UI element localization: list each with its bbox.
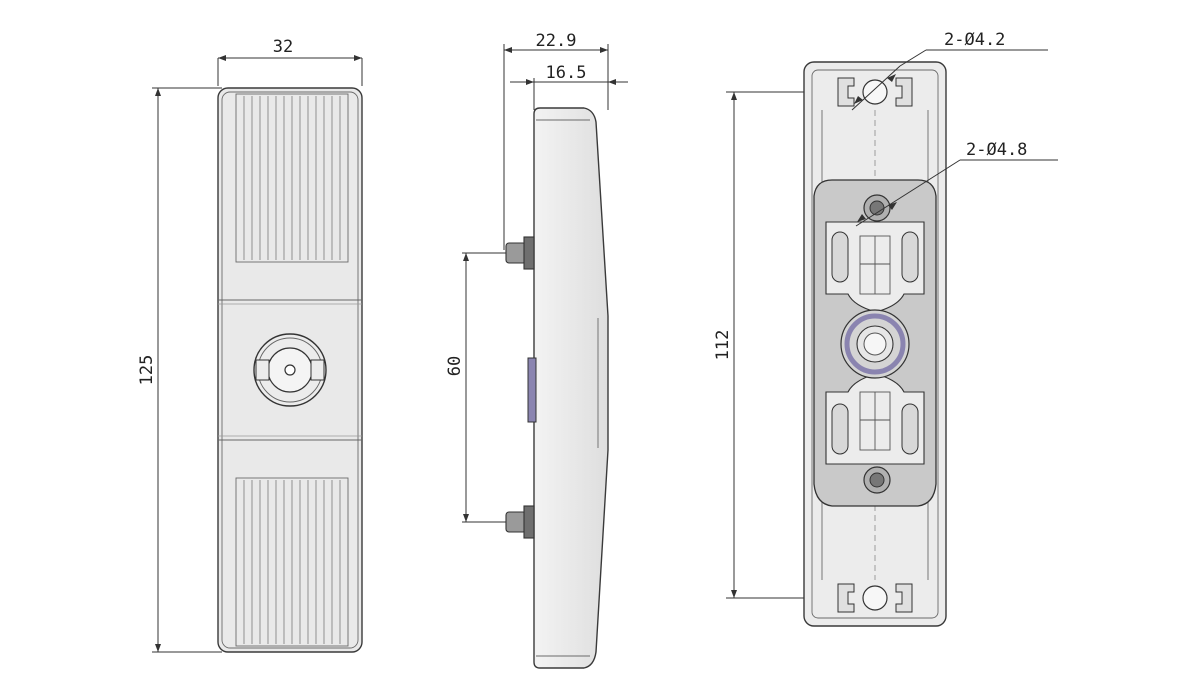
lock-cylinder-icon (253, 333, 327, 407)
plate-slots (831, 231, 919, 455)
mount-hole-top-icon (837, 77, 913, 107)
hole-b-leader (855, 159, 961, 227)
hole-a-arrows (854, 74, 896, 104)
hole-b-label: 2-Ø4.8 (966, 140, 1027, 160)
plate-ribs (859, 235, 891, 451)
side-body (533, 107, 609, 669)
plate-screw-bottom-icon (863, 466, 891, 494)
side-stud-bottom (505, 505, 535, 539)
front-lower-panel (235, 477, 349, 647)
front-upper-ribs (243, 96, 341, 260)
hole-a-label: 2-Ø4.2 (944, 30, 1005, 50)
back-inner-rim (811, 69, 939, 619)
plate-screw-top-icon (863, 194, 891, 222)
front-body-inner-edge (221, 91, 359, 649)
side-seal-ring (527, 357, 537, 423)
mount-hole-bottom-icon (837, 583, 913, 613)
side-base-depth-label: 16.5 (546, 63, 587, 83)
front-width-label: 32 (273, 37, 293, 57)
side-stud-spacing-label: 60 (445, 356, 465, 376)
side-stud-top (505, 236, 535, 270)
cam-ring-icon (840, 309, 910, 379)
side-depth-label: 22.9 (536, 31, 577, 51)
side-view: 22.9 16.5 60 (445, 31, 628, 669)
hole-a-leader-2 (899, 49, 927, 67)
hole-a-leader (851, 65, 901, 111)
back-hole-spacing-label: 112 (713, 330, 733, 361)
front-lower-ribs (243, 480, 341, 644)
hole-b-arrows (857, 202, 897, 222)
back-view: 112 (713, 30, 1058, 627)
front-view: 32 125 (137, 37, 363, 653)
front-height-label: 125 (137, 355, 157, 386)
front-upper-panel (235, 93, 349, 263)
